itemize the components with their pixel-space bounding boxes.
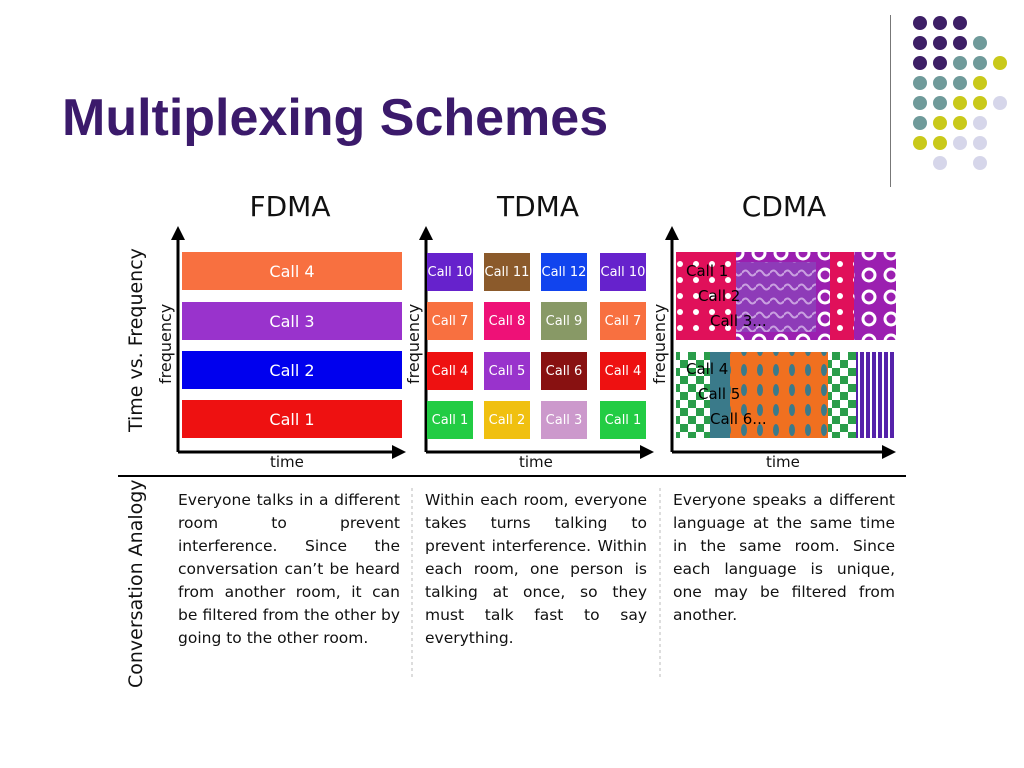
decor-dot bbox=[913, 16, 927, 30]
tdma-slot: Call 11 bbox=[484, 253, 530, 291]
decor-dot bbox=[913, 36, 927, 50]
decor-dot bbox=[913, 136, 927, 150]
decor-dot bbox=[993, 56, 1007, 70]
title-divider bbox=[890, 15, 891, 187]
fdma-band: Call 3 bbox=[182, 302, 402, 340]
fdma-description: Everyone talks in a different room to pr… bbox=[178, 491, 400, 647]
cdma-time-label: time bbox=[766, 453, 800, 471]
decor-dot bbox=[913, 116, 927, 130]
tdma-header: TDMA bbox=[497, 190, 579, 223]
fdma-band: Call 1 bbox=[182, 400, 402, 438]
cdma-bottom-block bbox=[676, 352, 896, 438]
slide-title: Multiplexing Schemes bbox=[62, 89, 609, 147]
tdma-slot: Call 7 bbox=[427, 302, 473, 340]
cdma-top-block bbox=[676, 252, 896, 340]
cdma-description: Everyone speaks a different language at … bbox=[673, 491, 895, 624]
cdma-frequency-label: frequency bbox=[650, 303, 669, 384]
tdma-slot: Call 10 bbox=[427, 253, 473, 291]
tdma-slot: Call 9 bbox=[541, 302, 587, 340]
tdma-slot: Call 4 bbox=[427, 352, 473, 390]
decor-dot bbox=[933, 76, 947, 90]
tdma-description: Within each room, everyone takes turns t… bbox=[425, 491, 647, 647]
decor-dot bbox=[933, 136, 947, 150]
decor-dot bbox=[973, 56, 987, 70]
cdma-label: Call 1 bbox=[686, 262, 729, 280]
decor-dot bbox=[933, 116, 947, 130]
decor-dot bbox=[973, 116, 987, 130]
tdma-slot: Call 7 bbox=[600, 302, 646, 340]
tdma-slot: Call 10 bbox=[600, 253, 646, 291]
decor-dot bbox=[933, 56, 947, 70]
decor-dot bbox=[933, 36, 947, 50]
decor-dot bbox=[953, 136, 967, 150]
cdma-header: CDMA bbox=[741, 190, 827, 223]
decor-dot bbox=[953, 16, 967, 30]
decor-dot bbox=[933, 156, 947, 170]
row-label-conversation: Conversation Analogy bbox=[125, 479, 147, 688]
decor-dot bbox=[953, 116, 967, 130]
row-label-time-frequency: Time vs. Frequency bbox=[125, 248, 147, 432]
decor-dot bbox=[913, 76, 927, 90]
decor-dot bbox=[953, 56, 967, 70]
tdma-slot: Call 5 bbox=[484, 352, 530, 390]
fdma-band: Call 2 bbox=[182, 351, 402, 389]
decor-dot bbox=[993, 96, 1007, 110]
cdma-label: Call 2 bbox=[698, 287, 741, 305]
tdma-time-label: time bbox=[519, 453, 553, 471]
cdma-label: Call 4 bbox=[686, 360, 729, 378]
decor-dot bbox=[973, 96, 987, 110]
decor-dot bbox=[913, 96, 927, 110]
cdma-label: Call 3... bbox=[710, 312, 767, 330]
tdma-slot: Call 12 bbox=[541, 253, 587, 291]
tdma-slot: Call 6 bbox=[541, 352, 587, 390]
decor-dot bbox=[953, 36, 967, 50]
decor-dot bbox=[973, 136, 987, 150]
decor-dot bbox=[973, 36, 987, 50]
tdma-slot: Call 4 bbox=[600, 352, 646, 390]
decor-dot bbox=[933, 16, 947, 30]
fdma-time-label: time bbox=[270, 453, 304, 471]
decor-dot bbox=[933, 96, 947, 110]
fdma-band: Call 4 bbox=[182, 252, 402, 290]
fdma-frequency-label: frequency bbox=[156, 303, 175, 384]
decor-dot bbox=[973, 76, 987, 90]
decor-dot bbox=[913, 56, 927, 70]
tdma-slot: Call 3 bbox=[541, 401, 587, 439]
tdma-slot: Call 1 bbox=[600, 401, 646, 439]
tdma-slot: Call 2 bbox=[484, 401, 530, 439]
fdma-header: FDMA bbox=[249, 190, 331, 223]
cdma-label: Call 5 bbox=[698, 385, 741, 403]
decor-dot bbox=[973, 156, 987, 170]
tdma-frequency-label: frequency bbox=[404, 303, 423, 384]
cdma-label: Call 6... bbox=[710, 410, 767, 428]
tdma-slot: Call 1 bbox=[427, 401, 473, 439]
tdma-slot: Call 8 bbox=[484, 302, 530, 340]
decor-dot bbox=[953, 76, 967, 90]
decor-dot bbox=[953, 96, 967, 110]
